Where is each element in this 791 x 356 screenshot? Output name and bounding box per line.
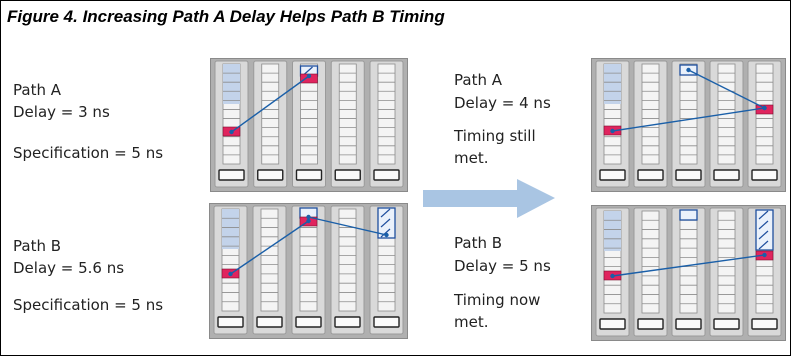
transition-arrow-icon bbox=[423, 179, 555, 218]
path-endpoint bbox=[306, 214, 311, 220]
signal-path bbox=[688, 69, 765, 109]
io-block bbox=[713, 169, 740, 181]
after-path-b-status-1: Timing now bbox=[454, 291, 541, 309]
io-block bbox=[599, 169, 626, 181]
highlighted-region bbox=[223, 64, 240, 104]
io-block bbox=[751, 318, 778, 330]
io-block bbox=[599, 318, 626, 330]
routing-cell bbox=[755, 209, 774, 251]
after-path-a-delay: Delay = 4 ns bbox=[454, 94, 551, 112]
before-path-b-name: Path B bbox=[13, 237, 62, 255]
io-block bbox=[257, 169, 284, 181]
cell-stack bbox=[641, 210, 660, 314]
highlighted-region bbox=[604, 211, 621, 251]
device-panel-before-path-a bbox=[210, 58, 408, 192]
io-block bbox=[675, 169, 702, 181]
io-block bbox=[218, 169, 245, 181]
path-endpoint bbox=[306, 73, 312, 79]
before-path-a-spec: Specification = 5 ns bbox=[13, 144, 164, 162]
cell-stack bbox=[641, 63, 660, 165]
figure-title: Figure 4. Increasing Path A Delay Helps … bbox=[7, 7, 445, 26]
cell-stack bbox=[717, 210, 736, 314]
before-path-b-spec: Specification = 5 ns bbox=[13, 296, 164, 314]
io-block bbox=[373, 316, 400, 328]
path-endpoint bbox=[228, 271, 233, 277]
fpga-device bbox=[591, 205, 786, 341]
io-block bbox=[295, 316, 322, 328]
io-block bbox=[373, 169, 400, 181]
routing-slash bbox=[380, 228, 391, 238]
io-block bbox=[334, 169, 361, 181]
routing-slash bbox=[303, 66, 313, 76]
cell-stack bbox=[679, 63, 698, 165]
io-block bbox=[217, 316, 244, 328]
path-endpoint bbox=[229, 129, 234, 135]
before-path-b-delay: Delay = 5.6 ns bbox=[13, 259, 125, 277]
io-block bbox=[295, 169, 323, 181]
cell-stack bbox=[260, 208, 279, 312]
highlighted-region bbox=[222, 209, 239, 249]
before-path-a-name: Path A bbox=[13, 81, 61, 99]
routing-slash bbox=[380, 208, 391, 218]
path-endpoint bbox=[384, 232, 389, 238]
routing-cell bbox=[679, 209, 698, 221]
path-endpoint bbox=[762, 105, 767, 111]
signal-path bbox=[308, 216, 387, 236]
routing-slash bbox=[758, 240, 769, 250]
after-path-a-status-2: met. bbox=[454, 149, 489, 167]
io-block bbox=[256, 316, 283, 328]
fpga-device bbox=[210, 58, 408, 192]
cell-stack bbox=[377, 63, 396, 165]
signal-path bbox=[612, 254, 765, 277]
path-endpoint bbox=[686, 67, 691, 73]
path-endpoint bbox=[762, 252, 767, 258]
device-panel-before-path-b bbox=[209, 203, 408, 339]
path-endpoint bbox=[610, 273, 615, 279]
path-endpoint bbox=[610, 128, 615, 134]
device-panel-after-path-b bbox=[591, 205, 786, 341]
highlighted-region bbox=[604, 64, 621, 104]
after-path-a-name: Path A bbox=[454, 71, 502, 89]
cell-stack bbox=[261, 63, 280, 165]
after-path-b-name: Path B bbox=[454, 234, 503, 252]
signal-path bbox=[230, 220, 309, 275]
routing-slash bbox=[758, 230, 769, 240]
before-path-a-delay: Delay = 3 ns bbox=[13, 103, 110, 121]
cell-stack bbox=[338, 208, 357, 312]
signal-path bbox=[612, 107, 765, 132]
io-block bbox=[713, 318, 740, 330]
after-path-b-status-2: met. bbox=[454, 313, 489, 331]
routing-slash bbox=[380, 218, 391, 228]
cell-stack bbox=[338, 63, 357, 165]
device-panel-after-path-a bbox=[591, 58, 786, 192]
path-endpoint bbox=[306, 218, 311, 224]
after-path-a-status-1: Timing still bbox=[454, 127, 536, 145]
cell-stack bbox=[679, 210, 698, 314]
io-block bbox=[334, 316, 361, 328]
io-block bbox=[637, 169, 664, 181]
fpga-device bbox=[591, 58, 786, 192]
routing-slash bbox=[758, 210, 769, 220]
routing-slash bbox=[758, 220, 769, 230]
after-path-b-delay: Delay = 5 ns bbox=[454, 257, 551, 275]
cell-stack bbox=[300, 63, 318, 165]
io-block bbox=[751, 169, 778, 181]
io-block bbox=[675, 318, 702, 330]
signal-path bbox=[231, 75, 310, 133]
io-block bbox=[637, 318, 664, 330]
fpga-device bbox=[209, 203, 408, 339]
